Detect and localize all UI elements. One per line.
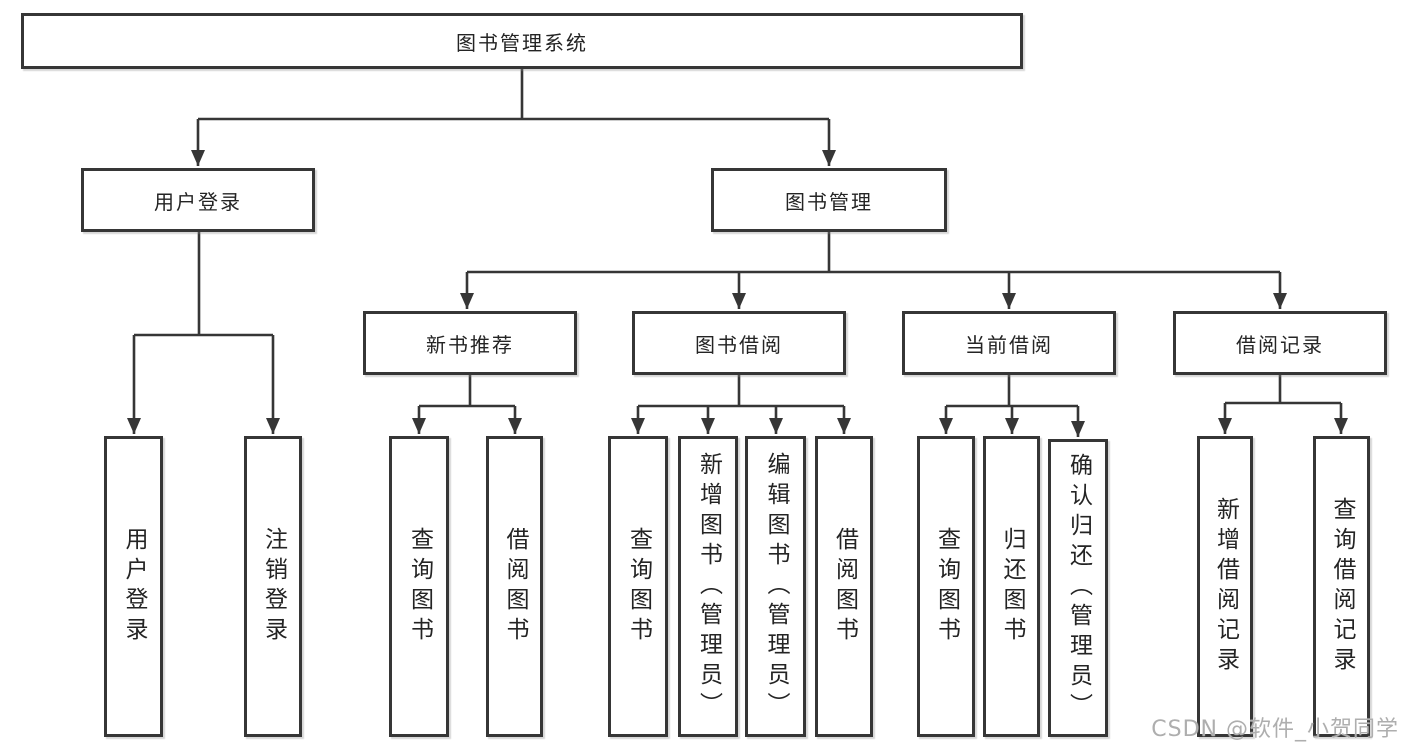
leaf-records-query-record: 查询借阅记录: [1313, 436, 1370, 737]
leaf-records-query-record-label: 查询借阅记录: [1329, 496, 1355, 677]
node-book-borrowing: 图书借阅: [632, 311, 846, 375]
leaf-user-login: 用户登录: [104, 436, 163, 737]
leaf-current-confirm-return-label: 确认归还（管理员）: [1065, 453, 1092, 723]
leaf-logout-label: 注销登录: [260, 526, 287, 647]
node-root-label: 图书管理系统: [456, 30, 588, 55]
leaf-borrowing-query-books: 查询图书: [608, 436, 668, 737]
node-current-borrowing-label: 当前借阅: [965, 332, 1053, 357]
node-new-book-recommend-label: 新书推荐: [426, 332, 514, 357]
leaf-recommend-borrow-books-label: 借阅图书: [502, 526, 528, 647]
leaf-borrowing-borrow-books-label: 借阅图书: [831, 526, 858, 647]
leaf-current-confirm-return: 确认归还（管理员）: [1048, 439, 1108, 737]
leaf-current-return-books: 归还图书: [983, 436, 1040, 737]
leaf-borrowing-edit-books: 编辑图书（管理员）: [745, 436, 806, 737]
node-book-borrowing-label: 图书借阅: [695, 332, 783, 357]
connector-arrows: [127, 119, 1348, 437]
node-user-login-label: 用户登录: [154, 189, 242, 214]
leaf-borrowing-add-books: 新增图书（管理员）: [678, 436, 738, 737]
leaf-recommend-borrow-books: 借阅图书: [486, 436, 543, 737]
csdn-watermark: CSDN @软件_小贺同学: [1151, 717, 1399, 742]
leaf-borrowing-edit-books-label: 编辑图书（管理员）: [763, 451, 789, 722]
leaf-user-login-label: 用户登录: [121, 526, 147, 647]
node-current-borrowing: 当前借阅: [902, 311, 1116, 375]
leaf-logout: 注销登录: [244, 436, 302, 737]
node-borrowing-records-label: 借阅记录: [1236, 332, 1324, 357]
leaf-records-add-record: 新增借阅记录: [1197, 436, 1253, 737]
leaf-records-add-record-label: 新增借阅记录: [1212, 496, 1239, 677]
node-book-management: 图书管理: [711, 168, 947, 232]
leaf-current-query-books: 查询图书: [917, 436, 975, 737]
node-new-book-recommend: 新书推荐: [363, 311, 577, 375]
node-borrowing-records: 借阅记录: [1173, 311, 1387, 375]
leaf-current-return-books-label: 归还图书: [999, 526, 1025, 647]
node-user-login: 用户登录: [81, 168, 315, 232]
node-book-management-label: 图书管理: [785, 189, 873, 214]
leaf-recommend-query-books-label: 查询图书: [406, 526, 433, 647]
connector-trunks: [134, 68, 1341, 408]
leaf-recommend-query-books: 查询图书: [389, 436, 449, 737]
leaf-current-query-books-label: 查询图书: [933, 526, 960, 647]
leaf-borrowing-borrow-books: 借阅图书: [815, 436, 873, 737]
leaf-borrowing-query-books-label: 查询图书: [625, 526, 652, 647]
node-root: 图书管理系统: [21, 13, 1023, 69]
leaf-borrowing-add-books-label: 新增图书（管理员）: [695, 451, 722, 722]
